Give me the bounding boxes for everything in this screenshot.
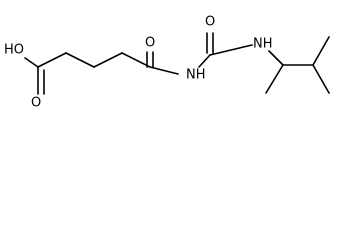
bond-isopropyl-to-methyl-upper — [312, 36, 330, 66]
bond-urea-carbon-to-nh — [209, 44, 253, 56]
bond-chain-3-to-amide-carbon — [121, 52, 151, 68]
bond-chain-2-to-chain-3 — [93, 52, 123, 68]
label-ho: HO — [4, 43, 24, 58]
label-nh-imide: NH — [186, 68, 206, 83]
label-o-acid-carbonyl: O — [31, 96, 41, 111]
bond-oh-to-acid-carbon — [24, 57, 39, 68]
bond-acid-carbon-to-chain-1 — [37, 52, 67, 68]
bond-nh-to-ch — [268, 50, 284, 66]
label-nh-amine: NH — [253, 37, 273, 52]
molecule-structure-diagram: HO O O NH O NH — [4, 15, 330, 111]
label-o-urea-carbonyl: O — [205, 15, 215, 30]
bond-nh-to-urea-carbon — [198, 54, 211, 68]
bond-isopropyl-to-methyl-lower — [312, 64, 330, 94]
label-o-amide-carbonyl: O — [145, 36, 155, 51]
bond-chain-1-to-chain-2 — [65, 52, 95, 68]
bond-amide-carbon-to-nh — [149, 66, 179, 75]
bond-ch-to-methyl — [265, 64, 284, 94]
